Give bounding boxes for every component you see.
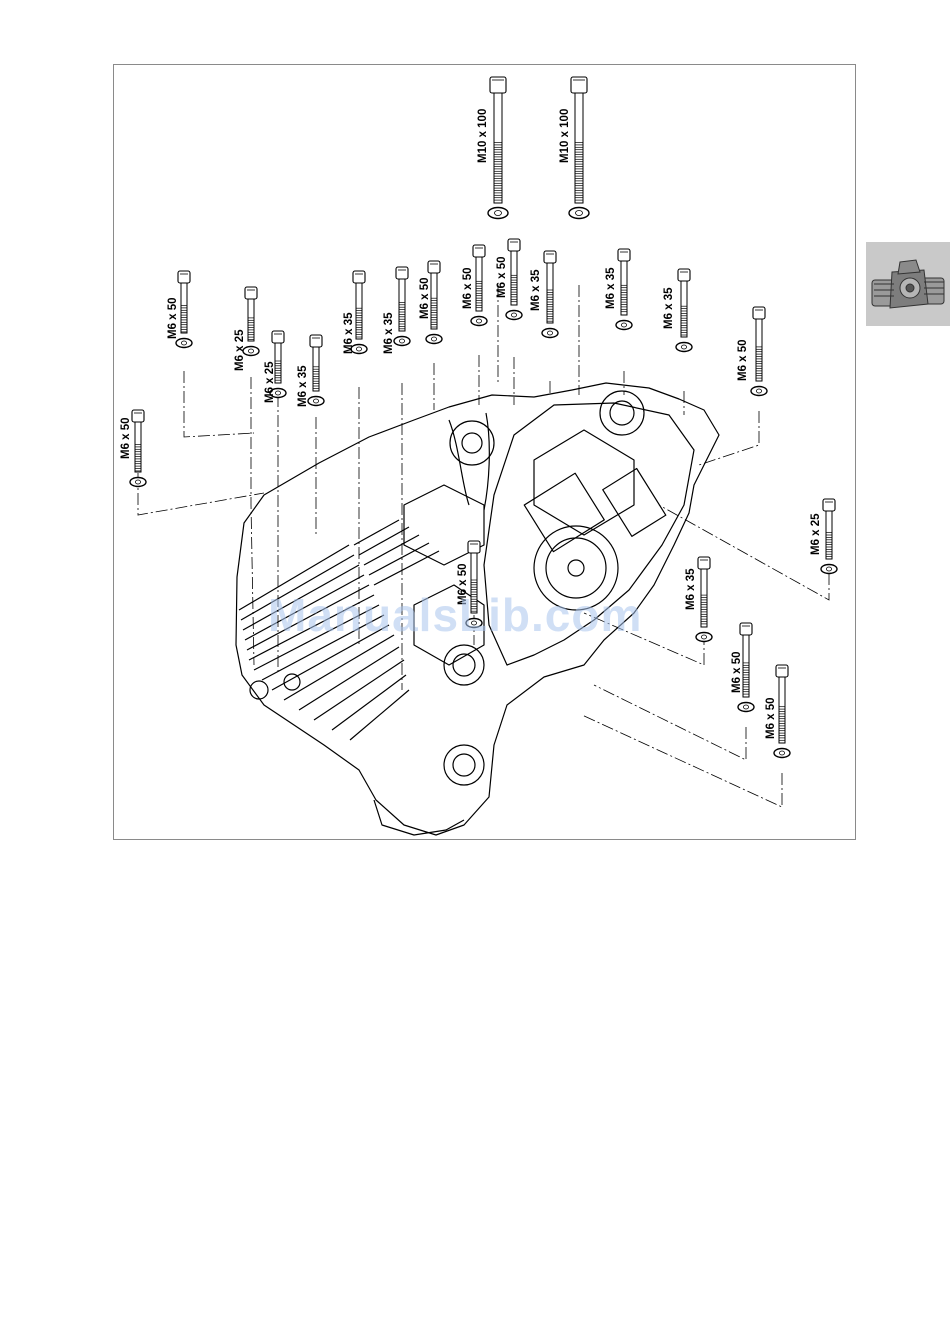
bolt-label-20: M6 x 50	[732, 651, 744, 693]
cam-tunnel	[534, 430, 634, 535]
bolt-label-10: M6 x 50	[497, 256, 509, 298]
bolt-label-14: M6 x 35	[606, 267, 618, 309]
engine-thumbnail-icon	[866, 242, 950, 326]
bolt-label-3: M6 x 25	[235, 329, 247, 371]
bolt-7	[394, 267, 410, 346]
bolt-label-7: M6 x 35	[384, 312, 396, 354]
bolt-label-12: M10 x 100	[478, 109, 490, 163]
bolt-label-4: M6 x 25	[265, 361, 277, 403]
diagram-frame: M6 x 50 M6 x 50 M6 x 25 M6 x 25 M6 x 35 …	[113, 64, 856, 840]
bolt-label-6: M6 x 35	[344, 312, 356, 354]
bolt-label-11: M6 x 35	[531, 269, 543, 311]
bolt-label-2: M6 x 50	[168, 297, 180, 339]
bolt-label-17: M6 x 25	[811, 513, 823, 555]
bolt-label-9: M6 x 50	[463, 267, 475, 309]
bolt-label-5: M6 x 35	[298, 365, 310, 407]
bolt-15	[676, 269, 692, 352]
bearing-boss-2	[444, 745, 484, 785]
bolt-label-15: M6 x 35	[664, 287, 676, 329]
bolt-label-21: M6 x 50	[766, 697, 778, 739]
oil-pump-boss	[600, 391, 644, 435]
bolt-14	[616, 249, 632, 330]
sprocket	[450, 421, 494, 465]
bolt-12	[488, 77, 508, 219]
bolt-13	[569, 77, 589, 219]
engine-crankcase-drawing	[114, 65, 855, 839]
bolt-17	[821, 499, 837, 574]
bolt-5	[308, 335, 324, 406]
bolt-label-13: M10 x 100	[560, 109, 572, 163]
watermark: ManualsLib.com	[268, 588, 642, 642]
bolt-11	[542, 251, 558, 338]
bolt-label-19: M6 x 35	[686, 568, 698, 610]
bolt-16	[751, 307, 767, 396]
bolt-19	[696, 557, 712, 642]
bolt-label-8: M6 x 50	[420, 277, 432, 319]
bolt-label-16: M6 x 50	[738, 339, 750, 381]
bolt-label-1: M6 x 50	[121, 417, 133, 459]
